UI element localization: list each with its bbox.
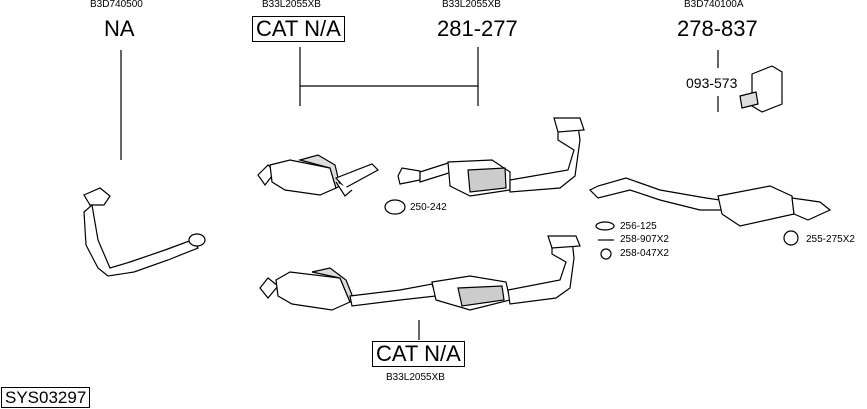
bolt-label[interactable]: 258-907X2 (620, 234, 669, 245)
clamp-rear-label[interactable]: 255-275X2 (806, 234, 855, 245)
clamp-middle-label[interactable]: 250-242 (410, 202, 447, 213)
front-pipe-number: NA (104, 16, 135, 41)
nut-label[interactable]: 258-047X2 (620, 248, 669, 259)
front-pipe-drawing (83, 187, 206, 277)
mounting-kit-number[interactable]: 093-573 (686, 75, 738, 91)
front-pipe-code: B3D740500 (90, 0, 143, 10)
gasket-icon (595, 221, 615, 231)
catalyst-top-code: B33L2055XB (262, 0, 321, 10)
gasket-label[interactable]: 256-125 (620, 221, 657, 232)
rear-silencer-code: B3D740100A (684, 0, 744, 10)
rear-silencer-drawing (588, 177, 832, 227)
clamp-icon (384, 199, 406, 215)
fittings-icons (384, 199, 799, 260)
catalyst-top-drawing (257, 154, 379, 197)
catalyst-bottom-code: B33L2055XB (386, 372, 445, 383)
middle-silencer-number[interactable]: 281-277 (437, 16, 518, 41)
mounting-kit-drawing (739, 65, 783, 113)
system-id: SYS03297 (1, 387, 91, 408)
rear-clamp-icon (783, 230, 799, 246)
rear-silencer-number[interactable]: 278-837 (677, 16, 758, 41)
middle-silencer-top-drawing (397, 117, 585, 197)
catalyst-bottom-drawing (259, 235, 581, 311)
middle-silencer-code: B33L2055XB (442, 0, 501, 10)
nut-icon (600, 248, 612, 260)
catalyst-bottom-number[interactable]: CAT N/A (372, 341, 465, 367)
catalyst-top-number[interactable]: CAT N/A (252, 16, 345, 42)
